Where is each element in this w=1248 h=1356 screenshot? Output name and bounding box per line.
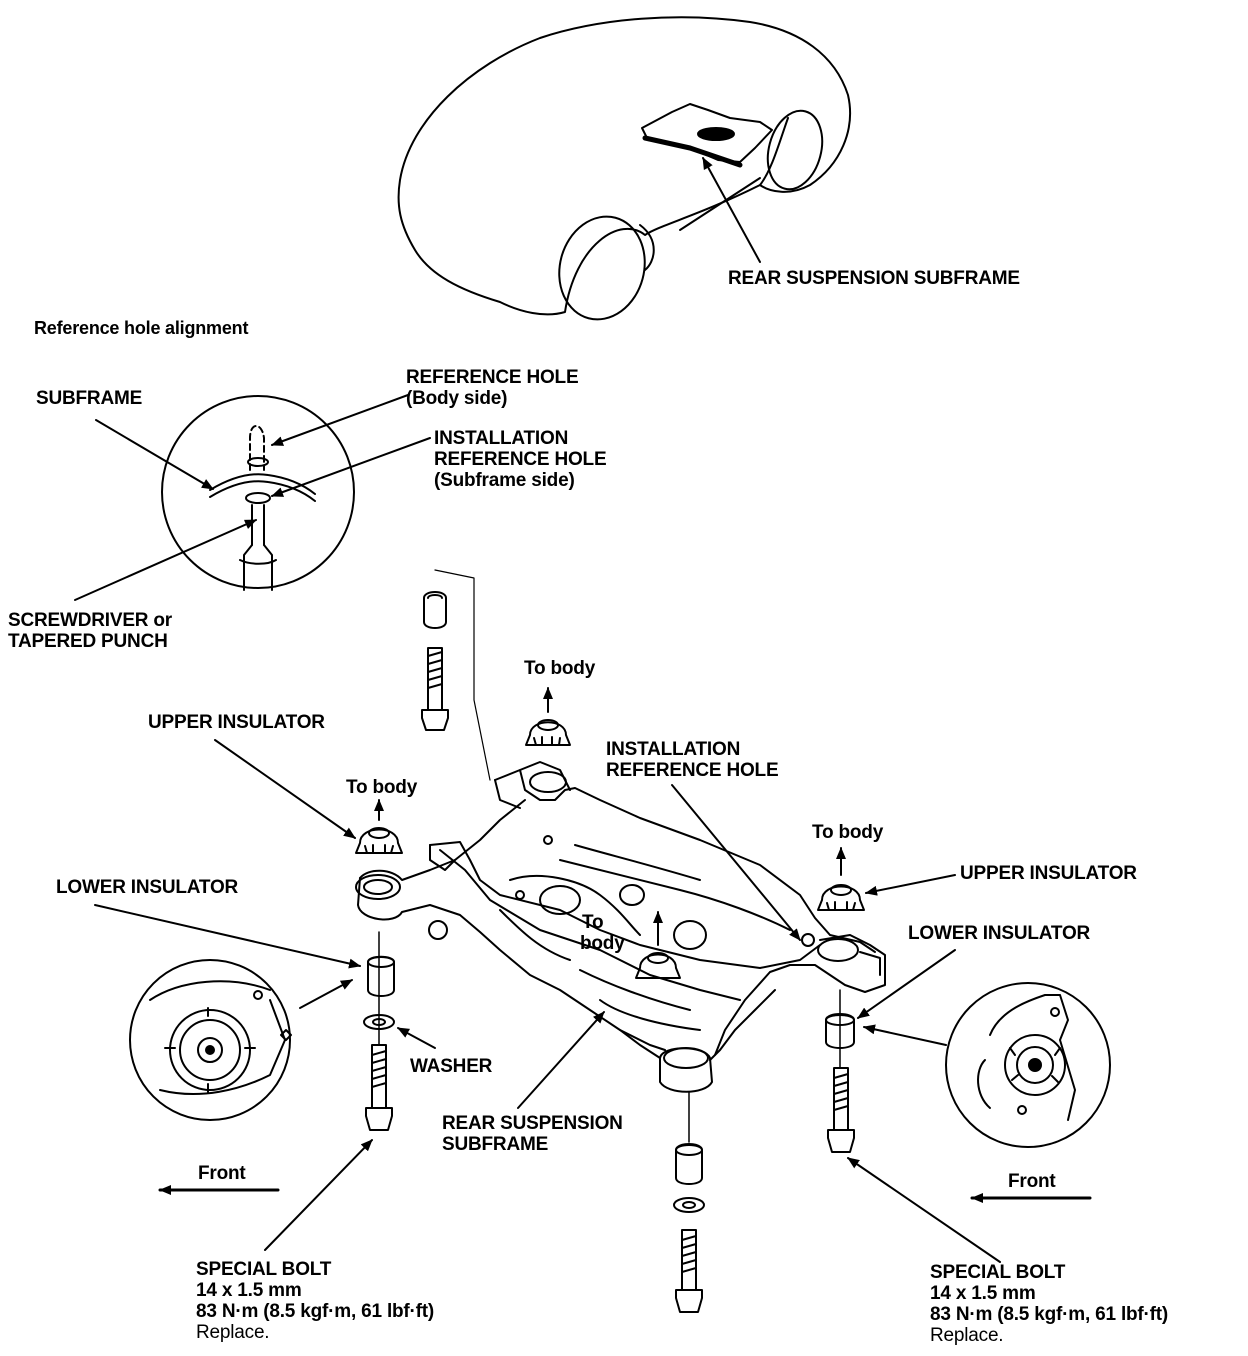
upper-insulator-left-label: UPPER INSULATOR — [148, 712, 325, 733]
front-left-label: Front — [198, 1163, 246, 1184]
washer-label: WASHER — [410, 1056, 493, 1077]
installation-reference-hole-main-label: INSTALLATION REFERENCE HOLE — [606, 739, 779, 781]
lower-insulator-right-label: LOWER INSULATOR — [908, 923, 1091, 944]
car-outline — [397, 16, 852, 321]
lower-insulator-left-label: LOWER INSULATOR — [56, 877, 239, 898]
top-subframe-label: REAR SUSPENSION SUBFRAME — [728, 268, 1020, 289]
special-bolt-right-spec: SPECIAL BOLT 14 x 1.5 mm 83 N·m (8.5 kgf… — [930, 1262, 1169, 1346]
to-body-top-label: To body — [524, 658, 596, 679]
front-right-label: Front — [1008, 1171, 1056, 1192]
reference-hole-label: REFERENCE HOLE (Body side) — [406, 367, 579, 409]
subframe-label: SUBFRAME — [36, 388, 143, 409]
center-bolt-stack — [673, 1091, 705, 1313]
upper-insulator-top — [525, 687, 571, 746]
to-body-left-label: To body — [346, 777, 418, 798]
to-body-center-label: To body — [580, 912, 625, 954]
left-detail-circle — [129, 959, 353, 1121]
left-bolt-stack — [363, 931, 395, 1131]
installation-reference-hole-label: INSTALLATION REFERENCE HOLE (Subframe si… — [434, 428, 607, 491]
upper-insulator-right — [817, 847, 865, 911]
upper-insulator-left — [355, 799, 403, 854]
leader-lines — [94, 739, 1001, 1263]
rear-suspension-subframe-label: REAR SUSPENSION SUBFRAME — [442, 1113, 623, 1155]
special-bolt-left-spec: SPECIAL BOLT 14 x 1.5 mm 83 N·m (8.5 kgf… — [196, 1259, 435, 1343]
reference-title: Reference hole alignment — [34, 318, 249, 338]
subframe-body — [355, 761, 886, 1093]
upper-insulator-center — [635, 911, 681, 979]
upper-insulator-right-label: UPPER INSULATOR — [960, 863, 1137, 884]
to-body-right-label: To body — [812, 822, 884, 843]
top-bolt-stack — [421, 569, 491, 781]
reference-hole-detail — [74, 394, 431, 601]
screwdriver-label: SCREWDRIVER or TAPERED PUNCH — [8, 610, 172, 652]
right-detail-circle — [863, 982, 1111, 1148]
right-bolt-stack — [825, 989, 855, 1153]
